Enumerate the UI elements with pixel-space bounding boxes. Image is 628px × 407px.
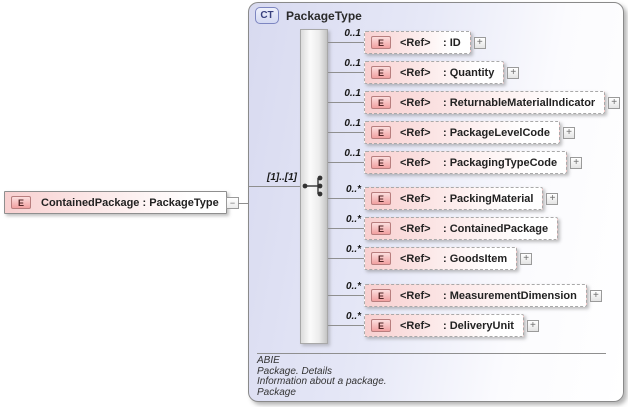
element-box[interactable]: E <Ref> : PackagingTypeCode	[364, 151, 568, 174]
expand-button[interactable]: +	[563, 126, 575, 139]
expand-button[interactable]: +	[546, 192, 559, 205]
element-name-label: : ContainedPackage	[443, 222, 549, 235]
complex-type-container: CT PackageType [1]..[1] 0..1 E <Ref> : I…	[248, 2, 624, 402]
element-ref-label: <Ref>	[400, 319, 431, 332]
expand-button[interactable]: +	[473, 36, 486, 49]
element-row: 0..* E <Ref> : GoodsItem +	[328, 244, 533, 270]
element-icon: E	[371, 156, 391, 169]
expand-button[interactable]: +	[507, 66, 520, 79]
element-ref-label: <Ref>	[400, 126, 431, 139]
element-row: 0..* E <Ref> : DeliveryUnit +	[328, 311, 539, 337]
connector-line: 0..1	[328, 148, 364, 163]
expand-button[interactable]: +	[589, 289, 602, 302]
connector-line: 0..*	[328, 184, 364, 199]
compositor-connector-line	[249, 186, 306, 187]
connector-line: 0..1	[328, 28, 364, 43]
element-ref-label: <Ref>	[400, 222, 431, 235]
annotation-line: Package	[257, 386, 296, 398]
element-row: 0..* E <Ref> : PackingMaterial +	[328, 184, 559, 210]
element-icon: E	[11, 196, 31, 209]
element-name-label: : MeasurementDimension	[443, 289, 577, 302]
complex-type-header: CT PackageType	[255, 7, 362, 24]
element-name-label: : PackageLevelCode	[443, 126, 550, 139]
element-box[interactable]: E <Ref> : Quantity	[364, 61, 505, 84]
cardinality-label: 0..*	[345, 214, 361, 225]
element-box[interactable]: E <Ref> : ID	[364, 31, 471, 54]
element-icon: E	[371, 289, 391, 302]
annotation-separator	[257, 353, 606, 354]
annotation-block: ABIE Package. Details Information about …	[257, 355, 387, 398]
element-icon: E	[371, 66, 391, 79]
complex-type-title: PackageType	[286, 8, 362, 23]
element-ref-label: <Ref>	[400, 36, 431, 49]
cardinality-label: 0..1	[344, 58, 361, 69]
element-icon: E	[371, 126, 391, 139]
connector-line: 0..1	[328, 58, 364, 73]
connector-line: 0..*	[328, 214, 364, 229]
annotation-line: Package. Details	[257, 365, 333, 377]
element-box[interactable]: E <Ref> : GoodsItem	[364, 247, 518, 270]
cardinality-label: 0..*	[345, 281, 361, 292]
element-name-label: : ID	[443, 36, 461, 49]
element-ref-label: <Ref>	[400, 252, 431, 265]
element-icon: E	[371, 192, 391, 205]
element-ref-label: <Ref>	[400, 156, 431, 169]
element-row: 0..1 E <Ref> : Quantity +	[328, 58, 520, 84]
annotation-line: ABIE	[257, 355, 280, 366]
element-ref-label: <Ref>	[400, 289, 431, 302]
cardinality-label: 0..1	[344, 118, 361, 129]
element-icon: E	[371, 36, 391, 49]
element-name-label: : ReturnableMaterialIndicator	[443, 96, 596, 109]
connector-line	[238, 203, 248, 204]
element-name-label: : Quantity	[443, 66, 495, 79]
annotation-line: Information about a package.	[257, 376, 387, 387]
element-box[interactable]: E <Ref> : MeasurementDimension	[364, 284, 587, 307]
connector-line: 0..*	[328, 281, 364, 296]
element-ref-label: <Ref>	[400, 96, 431, 109]
element-box[interactable]: E <Ref> : PackingMaterial	[364, 187, 544, 210]
connector-line: 0..1	[328, 88, 364, 103]
element-icon: E	[371, 96, 391, 109]
element-box[interactable]: E <Ref> : PackageLevelCode	[364, 121, 560, 144]
element-row: 0..* E <Ref> : MeasurementDimension +	[328, 281, 602, 307]
element-box[interactable]: E <Ref> : DeliveryUnit	[364, 314, 524, 337]
compositor-cardinality-label: [1]..[1]	[267, 172, 297, 183]
element-name-label: : GoodsItem	[443, 252, 508, 265]
element-box[interactable]: E <Ref> : ReturnableMaterialIndicator	[364, 91, 606, 114]
connector-line: 0..*	[328, 311, 364, 326]
cardinality-label: 0..1	[344, 28, 361, 39]
element-name-label: : PackagingTypeCode	[443, 156, 558, 169]
expand-button[interactable]: +	[520, 252, 533, 265]
source-element-label: ContainedPackage : PackageType	[41, 196, 219, 209]
expand-button[interactable]: +	[608, 96, 621, 109]
element-row: 0..* E <Ref> : ContainedPackage +	[328, 214, 559, 240]
element-row: 0..1 E <Ref> : ID +	[328, 28, 486, 54]
source-element-box[interactable]: E ContainedPackage : PackageType	[4, 191, 227, 214]
element-name-label: : PackingMaterial	[443, 192, 534, 205]
expand-button[interactable]: +	[570, 156, 583, 169]
element-box[interactable]: E <Ref> : ContainedPackage	[364, 217, 559, 240]
cardinality-label: 0..1	[344, 88, 361, 99]
element-row: 0..1 E <Ref> : ReturnableMaterialIndicat…	[328, 88, 621, 114]
element-icon: E	[371, 319, 391, 332]
element-ref-label: <Ref>	[400, 66, 431, 79]
connector-line: 0..*	[328, 244, 364, 259]
element-name-label: : DeliveryUnit	[443, 319, 514, 332]
element-icon: E	[371, 222, 391, 235]
cardinality-label: 0..1	[344, 148, 361, 159]
sequence-icon	[302, 175, 323, 197]
connector-line: 0..1	[328, 118, 364, 133]
element-row: 0..1 E <Ref> : PackageLevelCode +	[328, 118, 575, 144]
cardinality-label: 0..*	[345, 184, 361, 195]
cardinality-label: 0..*	[345, 244, 361, 255]
element-ref-label: <Ref>	[400, 192, 431, 205]
cardinality-label: 0..*	[345, 311, 361, 322]
element-icon: E	[371, 252, 391, 265]
complex-type-badge: CT	[255, 7, 279, 24]
expand-button[interactable]: +	[526, 319, 539, 332]
element-row: 0..1 E <Ref> : PackagingTypeCode +	[328, 148, 583, 174]
